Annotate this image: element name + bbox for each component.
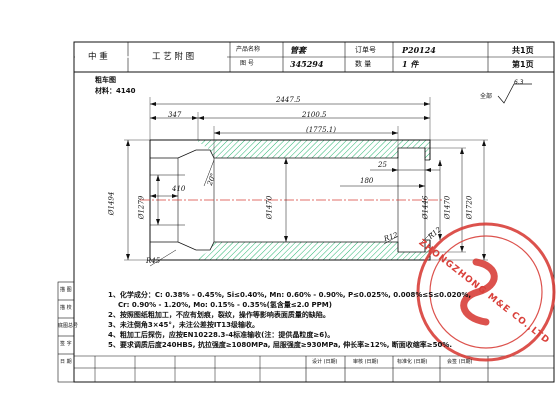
side-label-check: 描 校 bbox=[60, 305, 72, 311]
dim-dia-1494: Ø1494 bbox=[107, 191, 116, 216]
outer-frame bbox=[73, 41, 555, 383]
side-label-base-no: 底图总号 bbox=[58, 323, 79, 329]
quantity: 1 件 bbox=[402, 59, 419, 69]
order-no-label: 订单号 bbox=[355, 46, 376, 54]
footer-standard: 标准化 (日期) bbox=[397, 359, 428, 365]
dim-180: 180 bbox=[360, 177, 374, 185]
product-name: 管套 bbox=[290, 45, 306, 55]
roughness-value: 6.3 bbox=[514, 79, 524, 86]
dim-2100: 2100.5 bbox=[302, 111, 327, 119]
drawing-title: 粗车图 bbox=[95, 76, 116, 84]
page-no: 第1页 bbox=[512, 60, 534, 69]
company-stamp bbox=[416, 222, 556, 362]
company-name: 中 重 bbox=[88, 52, 108, 62]
dim-dia-1720: Ø1720 bbox=[465, 195, 474, 220]
roughness-label: 全部 bbox=[480, 93, 493, 100]
dim-dia-1470-a: Ø1470 bbox=[265, 195, 274, 220]
product-name-label: 产品名称 bbox=[236, 46, 261, 53]
dim-347: 347 bbox=[168, 111, 182, 119]
quantity-label: 数 量 bbox=[355, 60, 372, 68]
note-line: 5、要求调质后度240HBS, 抗拉强度≥1080MPa, 屈服强度≥930MP… bbox=[108, 341, 453, 349]
dim-1775: (1775.1) bbox=[306, 126, 336, 134]
drawing-no-label: 图 号 bbox=[240, 60, 254, 67]
drawing-no: 345294 bbox=[290, 59, 324, 69]
total-pages: 共1页 bbox=[512, 46, 534, 55]
note-line: 4、粗加工后探伤，应按EN10228.3-4标准输收(注：提供晶粒度≥6)。 bbox=[108, 331, 335, 339]
note-line: 2、按照图纸粗加工，不应有划痕，裂纹，操作等影响表面质量的缺陷。 bbox=[108, 311, 330, 319]
dim-overall-length: 2447.5 bbox=[276, 96, 301, 104]
side-label-date: 日 期 bbox=[60, 359, 72, 365]
side-label-sign: 签 字 bbox=[60, 341, 72, 347]
dim-dia-1470-b: Ø1470 bbox=[443, 195, 452, 220]
footer-design: 设计 (日期) bbox=[312, 359, 338, 365]
doc-type: 工 艺 附 图 bbox=[152, 52, 195, 62]
note-line: Cr: 0.90% - 1.20%, Mo: 0.15% - 0.35%(氢含量… bbox=[118, 301, 332, 309]
material: 材料：4140 bbox=[95, 87, 136, 95]
dim-dia-1446: Ø1446 bbox=[421, 195, 430, 220]
footer-approve: 会签 (日期) bbox=[447, 359, 473, 365]
technical-notes: 1、化学成分：C: 0.38% - 0.45%, Si≤0.40%, Mn: 0… bbox=[108, 292, 488, 349]
note-line: 3、未注倒角3×45°，未注公差按IT13级输收。 bbox=[108, 321, 259, 329]
order-no: P20124 bbox=[402, 45, 436, 55]
note-line: 1、化学成分：C: 0.38% - 0.45%, Si≤0.40%, Mn: 0… bbox=[108, 291, 471, 299]
dim-dia-1279: Ø1279 bbox=[137, 195, 146, 220]
dim-410: 410 bbox=[172, 185, 186, 193]
dim-25: 25 bbox=[378, 161, 387, 169]
dim-r45: R45 bbox=[146, 257, 161, 265]
side-label-draw: 描 图 bbox=[60, 287, 72, 293]
footer-review: 审核 (日期) bbox=[353, 359, 379, 365]
